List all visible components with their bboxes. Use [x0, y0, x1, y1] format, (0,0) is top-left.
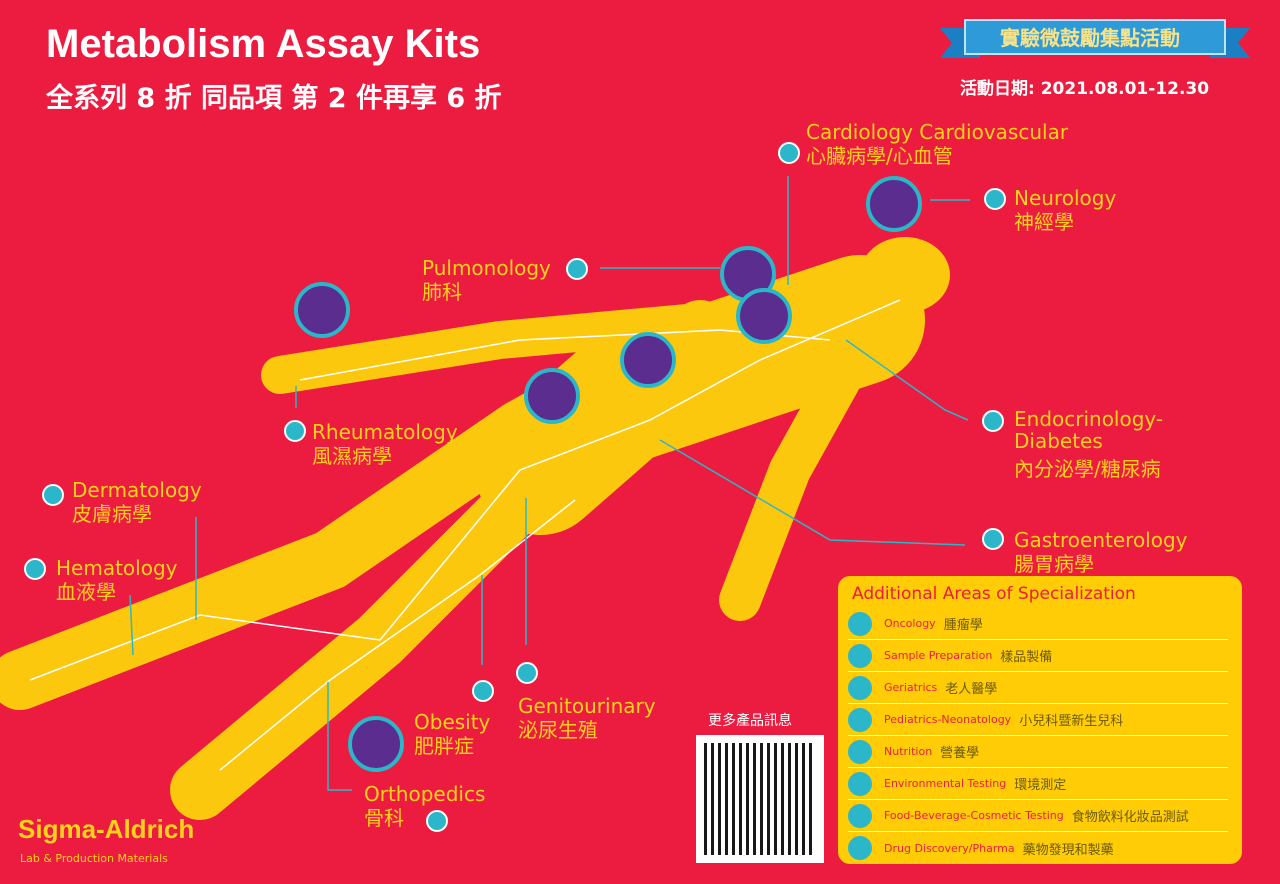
ribbon-banner: [940, 19, 1250, 58]
blood-drop-icon: [24, 558, 46, 580]
joint-icon: [284, 420, 306, 442]
item-en: Food-Beverage-Cosmetic Testing: [884, 809, 1064, 822]
promo-subtitle: 全系列 8 折 同品項 第 2 件再享 6 折: [46, 83, 502, 114]
area-en: Hematology: [56, 556, 178, 580]
nutrition-icon: [848, 739, 872, 764]
additional-areas-panel: Additional Areas of Specialization Oncol…: [838, 576, 1242, 864]
bone-icon: [426, 810, 448, 832]
brand-tagline: Lab & Production Materials: [20, 852, 168, 865]
item-zh: 營養學: [940, 746, 980, 761]
item-zh: 環境測定: [1014, 778, 1067, 793]
area-en: Neurology: [1014, 186, 1117, 210]
item-en: Geriatrics: [884, 681, 938, 694]
area-zh: 腸胃病學: [1014, 552, 1094, 576]
area-zh: 肥胖症: [414, 734, 474, 758]
pediatrics-icon: [848, 707, 872, 732]
rheumatology-marker-icon: [294, 282, 350, 338]
item-en: Oncology: [884, 617, 936, 630]
thyroid-icon: [982, 410, 1004, 432]
area-zh: 骨科: [364, 806, 404, 830]
area-en: Gastroenterology: [1014, 528, 1188, 552]
list-item: Oncology 腫瘤學: [848, 608, 1228, 640]
oncology-icon: [848, 611, 872, 636]
item-zh: 腫瘤學: [943, 618, 983, 633]
area-en: Obesity: [414, 710, 491, 734]
skin-icon: [42, 484, 64, 506]
area-en: Genitourinary: [518, 694, 656, 718]
item-en: Nutrition: [884, 745, 933, 758]
list-item: Sample Preparation 樣品製備: [848, 640, 1228, 672]
area-en: Cardiology Cardiovascular: [806, 120, 1069, 144]
area-en: Pulmonology: [422, 256, 551, 280]
area-zh: 血液學: [56, 580, 116, 604]
cosmetic-icon: [848, 803, 872, 828]
item-zh: 樣品製備: [1000, 650, 1053, 665]
list-item: Geriatrics 老人醫學: [848, 672, 1228, 704]
area-zh: 風濕病學: [312, 444, 392, 468]
item-en: Environmental Testing: [884, 777, 1007, 790]
medkit-icon: [848, 836, 872, 860]
item-en: Sample Preparation: [884, 649, 993, 662]
banner-text: 實驗微鼓勵集點活動: [1000, 26, 1180, 50]
item-zh: 小兒科暨新生兒科: [1019, 714, 1124, 729]
area-zh: 內分泌學/糖尿病: [1014, 457, 1161, 481]
list-item: Drug Discovery/Pharma 藥物發現和製藥: [848, 832, 1228, 864]
list-item: Food-Beverage-Cosmetic Testing 食物飲料化妝品測試: [848, 800, 1228, 832]
sample-prep-icon: [848, 643, 872, 668]
qr-label: 更多產品訊息: [708, 713, 792, 729]
heart-icon: [778, 142, 800, 164]
neurology-marker-icon: [866, 176, 922, 232]
list-item: Environmental Testing 環境測定: [848, 768, 1228, 800]
cardiology-marker-icon: [736, 288, 792, 344]
area-zh: 心臟病學/心血管: [806, 144, 953, 168]
area-zh: 肺科: [422, 280, 462, 304]
geriatrics-icon: [848, 675, 872, 700]
flask-icon: [848, 771, 872, 796]
kidney-icon: [516, 662, 538, 684]
stomach-icon: [982, 528, 1004, 550]
area-en: Dermatology: [72, 478, 202, 502]
area-endocrinology: Endocrinology- Diabetes 內分泌學/糖尿病: [1014, 408, 1163, 480]
lungs-icon: [566, 258, 588, 280]
area-en: Endocrinology- Diabetes: [1014, 407, 1164, 453]
area-en: Rheumatology: [312, 420, 458, 444]
genitourinary-marker-icon: [524, 368, 580, 424]
brain-icon: [984, 188, 1006, 210]
item-zh: 食物飲料化妝品測試: [1071, 810, 1189, 825]
body-icon: [472, 680, 494, 702]
area-zh: 皮膚病學: [72, 502, 152, 526]
area-zh: 神經學: [1014, 210, 1074, 234]
list-item: Nutrition 營養學: [848, 736, 1228, 768]
area-en: Orthopedics: [364, 782, 486, 806]
qr-code[interactable]: [696, 735, 824, 863]
promo-date: 活動日期: 2021.08.01-12.30: [960, 79, 1210, 99]
item-en: Pediatrics-Neonatology: [884, 713, 1012, 726]
item-en: Drug Discovery/Pharma: [884, 841, 1015, 855]
panel-title: Additional Areas of Specialization: [852, 584, 1136, 604]
gastro-marker-icon: [620, 332, 676, 388]
area-zh: 泌尿生殖: [518, 718, 598, 742]
item-zh: 藥物發現和製藥: [1022, 842, 1114, 858]
page-title: Metabolism Assay Kits: [46, 22, 481, 66]
item-zh: 老人醫學: [945, 682, 998, 697]
orthopedics-marker-icon: [348, 716, 404, 772]
brand-logo: Sigma-Aldrich: [18, 814, 195, 844]
list-item: Pediatrics-Neonatology 小兒科暨新生兒科: [848, 704, 1228, 736]
